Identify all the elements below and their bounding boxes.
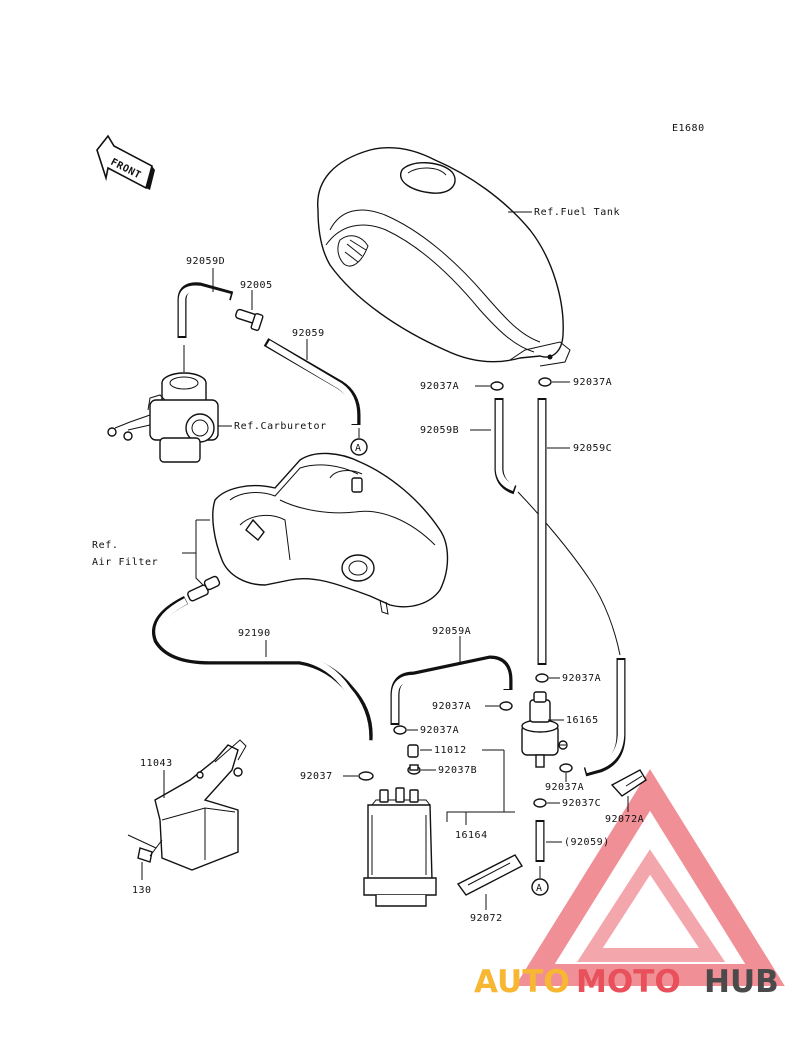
fitting-92005	[235, 308, 264, 332]
front-arrow-icon: FRONT	[96, 134, 155, 190]
label-16165: 16165	[566, 715, 599, 726]
hose-92059b	[494, 398, 517, 495]
label-11012: 11012	[434, 745, 467, 756]
clamp-92037a-4	[559, 763, 573, 773]
clamp-92037c	[533, 798, 547, 808]
label-92037a-2: 92037A	[432, 701, 471, 712]
clamp-92037a-left	[490, 381, 504, 391]
ref-carburetor: Ref.Carburetor	[234, 421, 327, 432]
fuel-tank-illustration	[317, 147, 571, 367]
bolt-130	[137, 839, 163, 863]
label-92037a-3: 92037A	[420, 725, 459, 736]
label-92037a-4: 92037A	[545, 782, 584, 793]
clamp-92037	[358, 771, 374, 781]
ref-air-filter-2: Air Filter	[92, 557, 158, 568]
label-92005: 92005	[240, 280, 273, 291]
connector-a-top	[350, 438, 368, 456]
clip-92072a	[610, 769, 647, 797]
clamp-92037a-1	[535, 673, 549, 683]
hose-92059a	[390, 655, 513, 725]
watermark-part3: HUB	[704, 964, 779, 1000]
band-92072	[456, 854, 524, 896]
label-92059: 92059	[292, 328, 325, 339]
cap-11012	[407, 744, 419, 758]
label-92190: 92190	[238, 628, 271, 639]
clamp-92037a-3	[393, 725, 407, 735]
connector-a-bottom-label: A	[536, 883, 543, 894]
fuel-pump-16165	[521, 691, 568, 768]
watermark-part1: AUTO	[474, 964, 570, 1000]
label-130: 130	[132, 885, 152, 896]
label-92037c: 92037C	[562, 798, 601, 809]
clamp-92037b	[407, 764, 421, 775]
label-92037a-right: 92037A	[573, 377, 612, 388]
air-filter-illustration	[212, 452, 449, 615]
carburetor-illustration	[107, 372, 219, 463]
diagram-code: E1680	[672, 123, 705, 134]
label-92059c: 92059C	[573, 443, 612, 454]
label-92037: 92037	[300, 771, 333, 782]
elbow-fitting	[187, 575, 221, 602]
label-92037a-1: 92037A	[562, 673, 601, 684]
label-92059d: 92059D	[186, 256, 225, 267]
label-92072: 92072	[470, 913, 503, 924]
label-92037a-left: 92037A	[420, 381, 459, 392]
connector-a-top-label: A	[355, 443, 362, 454]
label-92059-paren: (92059)	[564, 837, 610, 848]
ref-air-filter-1: Ref.	[92, 540, 118, 551]
watermark-logo	[515, 769, 785, 986]
hose-92190	[152, 595, 373, 741]
canister-16164	[363, 787, 437, 907]
hose-92059d	[177, 282, 234, 338]
label-92059a: 92059A	[432, 626, 471, 637]
watermark-text: AUTO MOTO HUB	[474, 964, 779, 1000]
label-11043: 11043	[140, 758, 173, 769]
ref-fuel-tank: Ref.Fuel Tank	[534, 207, 620, 218]
clamp-92037a-right	[538, 377, 552, 387]
connector-a-bottom	[531, 878, 549, 896]
label-16164: 16164	[455, 830, 488, 841]
label-92037b: 92037B	[438, 765, 477, 776]
watermark-part2: MOTO	[576, 964, 681, 1000]
bracket-11043	[154, 739, 247, 871]
hose-92059	[263, 338, 361, 425]
clamp-92037a-2	[499, 701, 513, 711]
hose-return	[583, 658, 626, 777]
label-92072a: 92072A	[605, 814, 644, 825]
label-92059b: 92059B	[420, 425, 459, 436]
